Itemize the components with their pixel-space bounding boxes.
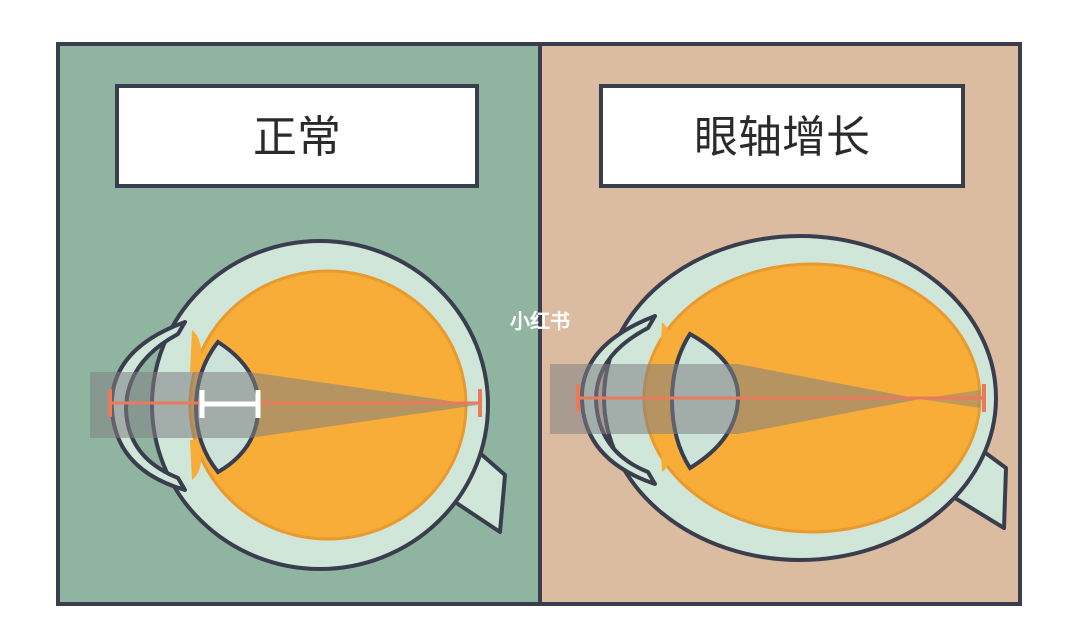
elongated-title-box: 眼轴增长: [599, 84, 965, 188]
elongated-eye-panel: 眼轴增长: [540, 44, 1020, 604]
outer-frame: [56, 42, 1022, 606]
normal-title: 正常: [253, 112, 341, 163]
normal-iris: [190, 330, 202, 480]
normal-lens-measure-bar: [199, 390, 261, 418]
normal-eye: [90, 239, 507, 571]
elongated-eye: [550, 234, 1008, 562]
xiaohongshu-watermark: 小红书: [510, 309, 570, 333]
normal-light-cone: [250, 372, 478, 438]
elongated-iris: [660, 322, 672, 472]
normal-eye-panel: 正常: [58, 44, 540, 604]
elongated-title: 眼轴增长: [694, 112, 870, 163]
normal-title-box: 正常: [115, 84, 479, 188]
